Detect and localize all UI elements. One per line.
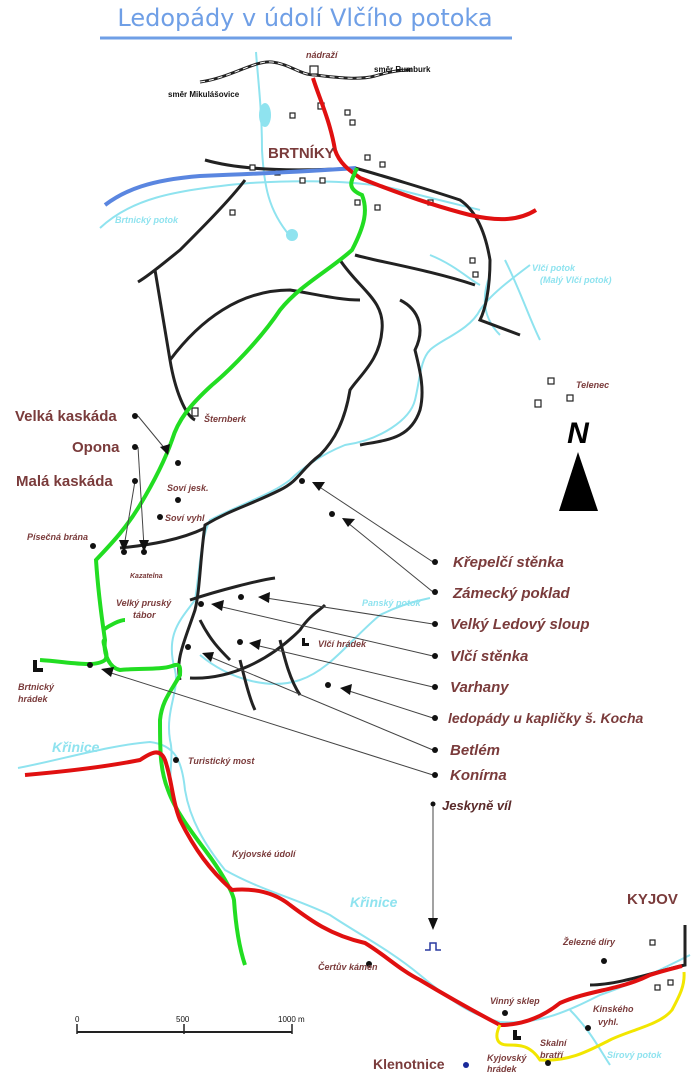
town-brtniky: BRTNÍKY	[268, 145, 335, 162]
icefall-jeskyne-vil: Jeskyně víl	[442, 798, 512, 813]
label-kazatelna: Kazatelna	[130, 573, 163, 580]
icefall-mala-kaskada: Malá kaskáda	[16, 473, 113, 490]
icefall-varhany: Varhany	[450, 679, 509, 696]
scale-tick-0: 0	[75, 1015, 80, 1024]
north-arrow: N	[559, 417, 598, 511]
icefall-konirna: Konírna	[450, 767, 507, 784]
label-sternberk: Šternberk	[204, 413, 247, 424]
scale-tick-500: 500	[176, 1015, 190, 1024]
label-brtnicky-potok: Brtnický potok	[115, 215, 179, 225]
buildings	[191, 65, 674, 991]
north-arrow-icon	[559, 452, 598, 511]
label-kyjovsky-hradek: Kyjovský	[487, 1053, 528, 1063]
label-kyjovske-udoli: Kyjovské údolí	[232, 849, 297, 859]
label-vinny-sklep: Vinný sklep	[490, 996, 540, 1006]
label-skalni-bratri-2: bratří	[540, 1050, 565, 1060]
label-vlci-hradek: Vlčí hrádek	[318, 639, 367, 649]
icefall-velka-kaskada: Velká kaskáda	[15, 408, 117, 425]
scale-bar: 0 500 1000 m	[75, 1015, 305, 1034]
label-klenotnice: Klenotnice	[373, 1056, 445, 1072]
pond	[259, 103, 271, 127]
scale-tick-1000: 1000 m	[278, 1015, 305, 1024]
label-kinskeho-vyhlidka-2: vyhl.	[598, 1017, 619, 1027]
label-telenec: Telenec	[576, 380, 609, 390]
label-velky-prusky-tabor: Velký pruský	[116, 598, 172, 608]
krinice-stream	[17, 740, 691, 1024]
label-skalni-bratri: Skalní	[540, 1038, 568, 1048]
station-building	[309, 65, 319, 75]
label-sirovy-potok: Sírový potok	[607, 1050, 663, 1060]
pointer-lines	[101, 415, 441, 951]
yellow-route	[495, 971, 686, 1062]
green-route	[93, 167, 367, 966]
green-route-branches	[39, 618, 126, 666]
station-label: nádraží	[306, 50, 339, 60]
icefall-zamecky-poklad: Zámecký poklad	[452, 585, 571, 602]
map-title: Ledopády v údolí Vlčího potoka	[117, 4, 492, 32]
klenotnice-dot	[463, 1062, 469, 1068]
label-kyjovsky-hradek-2: hrádek	[487, 1064, 518, 1074]
pond	[286, 229, 298, 241]
icefall-betlem: Betlém	[450, 742, 500, 759]
side-stream	[255, 51, 291, 237]
label-kinskeho-vyhlidka: Kinského	[593, 1004, 634, 1014]
cave-icon	[425, 942, 441, 951]
label-zelezne-diry: Železné díry	[562, 936, 616, 947]
town-kyjov: KYJOV	[627, 891, 678, 908]
streams	[17, 51, 691, 1066]
blue-route	[103, 166, 357, 207]
brtnicky-potok-stream	[99, 180, 481, 229]
red-route-north	[311, 77, 538, 222]
icefall-ledopady-u-kaplicky: ledopády u kapličky š. Kocha	[448, 710, 644, 726]
icefall-vlci-stenka: Vlčí stěnka	[450, 648, 528, 665]
label-velky-prusky-tabor-2: tábor	[133, 610, 156, 620]
icefall-opona: Opona	[72, 439, 120, 456]
icefall-dots	[87, 413, 438, 807]
label-brtnicky-hradek-2: hrádek	[18, 694, 49, 704]
direction-rumburk: směr Rumburk	[374, 65, 431, 74]
red-route-south	[24, 750, 683, 1028]
direction-mikulasovice: směr Mikulášovice	[168, 90, 240, 99]
place-labels: Telenec Šternberk Soví jesk. Soví vyhl P…	[18, 380, 634, 1074]
label-certuv-kamen: Čertův kámen	[318, 961, 378, 972]
label-sovi-vyhlidka: Soví vyhl	[165, 513, 205, 523]
label-krinice-west: Křinice	[52, 739, 100, 755]
routes	[24, 77, 686, 1062]
label-brtnicky-hradek: Brtnický	[18, 682, 55, 692]
label-vlci-potok: Vlčí potok	[532, 263, 576, 273]
north-label: N	[567, 417, 590, 450]
label-pansky-potok: Panský potok	[362, 598, 422, 608]
label-krinice-east: Křinice	[350, 894, 398, 910]
icefall-krepelci-stenka: Křepelčí stěnka	[453, 554, 564, 571]
label-sovi-jeskyne: Soví jesk.	[167, 483, 209, 493]
icefall-velky-ledovy-sloup: Velký Ledový sloup	[450, 616, 590, 633]
label-turisticky-most: Turistický most	[188, 756, 255, 766]
sirovy-potok-stream	[569, 1009, 611, 1066]
label-maly-vlci-potok: (Malý Vlčí potok)	[540, 275, 612, 285]
label-pisecna-brana: Písečná brána	[27, 532, 88, 542]
